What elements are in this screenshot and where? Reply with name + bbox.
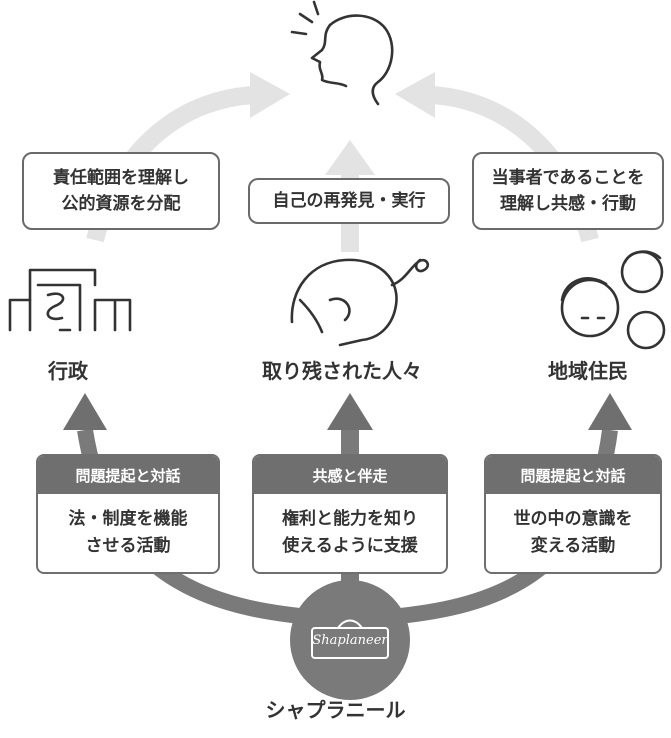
activity-card-body: 法・制度を機能 させる活動 xyxy=(68,508,188,556)
right-branch-arrowhead xyxy=(588,393,632,430)
outcome-box-administration: 責任範囲を理解し 公的資源を分配 xyxy=(22,152,220,230)
organization-name: シャプラニール xyxy=(265,698,406,722)
activity-card-center: 共感と伴走 権利と能力を知り 使えるように支援 xyxy=(252,454,448,574)
outcome-box-left-behind: 自己の再発見・実行 xyxy=(248,178,450,224)
activity-card-header: 問題提起と対話 xyxy=(38,456,218,494)
activity-card-body: 世の中の意識を 変える活動 xyxy=(513,508,633,556)
speaking-person-icon xyxy=(290,0,394,106)
activity-card-header: 共感と伴走 xyxy=(254,456,446,494)
logo-text: Shaplaneer xyxy=(312,633,388,648)
outcome-box-residents: 当事者であることを 理解し共感・行動 xyxy=(472,152,664,230)
activity-card-body: 権利と能力を知り 使えるように支援 xyxy=(282,508,418,556)
left-branch-arrowhead xyxy=(63,393,107,430)
right-curve-arrowhead xyxy=(395,72,435,118)
activity-card-header: 問題提起と対話 xyxy=(486,456,660,494)
center-branch-arrowhead xyxy=(327,393,373,430)
actor-label-left-behind: 取り残された人々 xyxy=(262,359,422,383)
government-building-icon xyxy=(8,268,132,332)
activity-card-right: 問題提起と対話 世の中の意識を 変える活動 xyxy=(484,454,662,574)
left-curve-arrowhead xyxy=(250,72,290,118)
actor-label-administration: 行政 xyxy=(48,359,88,383)
shaplaneer-logo-icon xyxy=(290,580,410,700)
actor-label-residents: 地域住民 xyxy=(548,359,628,383)
residents-group-icon xyxy=(560,250,666,350)
center-up-arrowhead xyxy=(325,140,375,175)
activity-card-left: 問題提起と対話 法・制度を機能 させる活動 xyxy=(36,454,220,574)
person-head-icon xyxy=(290,258,430,347)
